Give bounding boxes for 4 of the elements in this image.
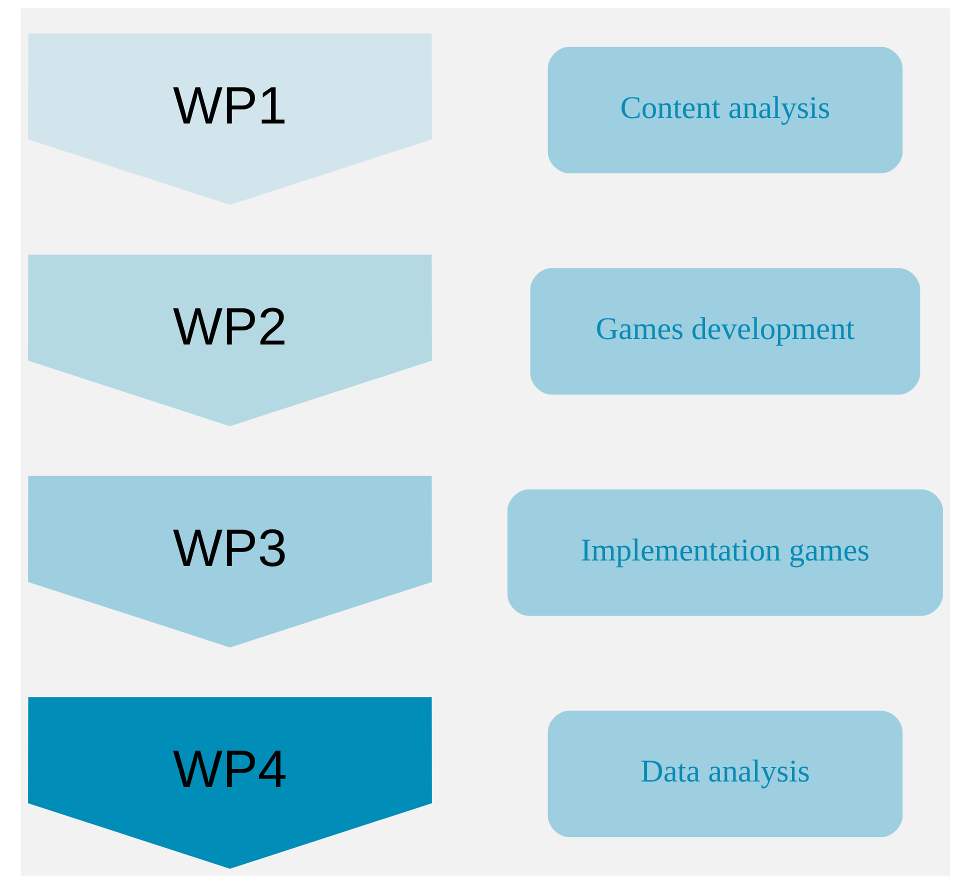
node-box: Implementation games <box>506 489 942 616</box>
node-box: Content analysis <box>547 46 902 174</box>
node-box: Data analysis <box>547 710 902 838</box>
node-box: Games development <box>530 268 920 395</box>
